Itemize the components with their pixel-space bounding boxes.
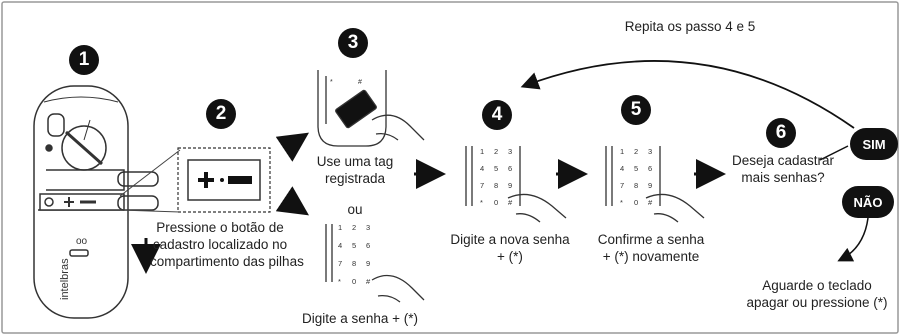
svg-text:*: * [330,79,333,86]
step-2-caption-line-1: Pressione o botão de [156,220,284,235]
keypad-key: 3 [508,147,512,156]
repeat-loop-arrow-icon [520,60,855,129]
step-4-caption-line-1: Digite a nova senha [450,232,570,247]
keypad-alt-keys: 1 2 3 4 5 6 7 8 9 * 0 # [338,223,371,286]
device-brand-logo: intelbras [59,258,71,300]
keypad-key: 5 [634,164,638,173]
keypad-key: 0 [352,277,356,286]
keypad-key: 4 [620,164,624,173]
keypad-key: 8 [352,259,356,268]
keypad-key: 3 [648,147,652,156]
step-6-caption-line-1: Deseja cadastrar [731,153,835,168]
step-2-number: 2 [206,99,236,129]
yes-badge: SIM [850,128,898,160]
step-3-caption: Use uma tag registrada [300,153,410,187]
keypad-key: 7 [620,181,624,190]
step-5-caption-line-1: Confirme a senha [597,232,705,247]
step-2-caption-line-3: compartimento das pilhas [150,254,304,269]
register-button-inset [177,147,271,213]
keypad-key: # [648,198,653,207]
step-4-caption: Digite a nova senha + (*) [440,231,580,265]
keypad-key: * [480,198,483,207]
keypad-key: 7 [338,259,342,268]
keypad-key: 5 [494,164,498,173]
device-keypad-glyph: oo [76,236,88,247]
no-caption-line-1: Aguarde o teclado [762,278,872,293]
keypad-key: 2 [352,223,356,232]
keypad-key: 8 [494,181,498,190]
no-arrow-icon [837,217,869,262]
keypad-step5-illustration [605,146,705,223]
keypad-key: 5 [352,241,356,250]
keypad-key: 7 [480,181,484,190]
keypad-key: # [366,277,371,286]
svg-text:#: # [358,79,362,86]
keypad-key: 4 [338,241,342,250]
step-6-caption: Deseja cadastrar mais senhas? [728,152,838,186]
step-4-caption-line-2: + (*) [497,249,523,264]
keypad-key: # [508,198,513,207]
keypad-key: 2 [634,147,638,156]
step-6-caption-line-2: mais senhas? [741,170,825,185]
keypad-alt-illustration [325,224,425,303]
keypad-key: 2 [494,147,498,156]
step-2-caption: Pressione o botão de cadastro localizado… [150,219,304,270]
keypad-step5-keys: 1 2 3 4 5 6 7 8 9 * 0 # [620,147,653,207]
keypad-key: 1 [620,147,624,156]
keypad-key: 0 [634,198,638,207]
step-3-caption-line-1: Use uma tag [316,154,394,169]
or-label: ou [347,202,363,217]
keypad-key: 8 [634,181,638,190]
step-5-caption-line-2: + (*) novamente [602,249,700,264]
step-5-number: 5 [621,95,651,125]
step-5-caption: Confirme a senha + (*) novamente [586,231,716,265]
no-caption: Aguarde o teclado apagar ou pressione (*… [742,277,892,311]
arrow-to-keypad-icon [275,186,309,216]
keypad-key: 9 [648,181,652,190]
no-caption-line-2: apagar ou pressione (*) [746,295,888,310]
keypad-key: 6 [366,241,370,250]
keypad-key: * [620,198,623,207]
keypad-key: 9 [508,181,512,190]
yes-connector [819,145,849,161]
keypad-key: 9 [366,259,370,268]
step-3-caption-line-2: registrada [324,171,386,186]
keypad-key: 0 [494,198,498,207]
keypad-key: * [338,277,341,286]
arrow-to-tag-icon [275,132,309,162]
step-3-alt-caption: Digite a senha + (*) [302,311,418,326]
lock-device-illustration: oo intelbras [33,85,159,319]
keypad-step4-illustration [465,146,567,223]
tag-reader-illustration: * # [317,70,425,147]
keypad-key: 3 [366,223,370,232]
keypad-step4-keys: 1 2 3 4 5 6 7 8 9 * 0 # [480,147,513,207]
step-6-number: 6 [766,118,796,148]
keypad-key: 1 [338,223,342,232]
no-badge: NÃO [842,186,894,218]
keypad-key: 1 [480,147,484,156]
step-3-number: 3 [338,28,368,58]
keypad-key: 6 [648,164,652,173]
repeat-label: Repita os passo 4 e 5 [624,19,756,34]
keypad-key: 4 [480,164,484,173]
step-4-number: 4 [482,100,512,130]
zoom-guide-lines [119,149,181,213]
step-1-number: 1 [69,45,99,75]
step-2-caption-line-2: cadastro localizado no [152,237,288,252]
keypad-key: 6 [508,164,512,173]
